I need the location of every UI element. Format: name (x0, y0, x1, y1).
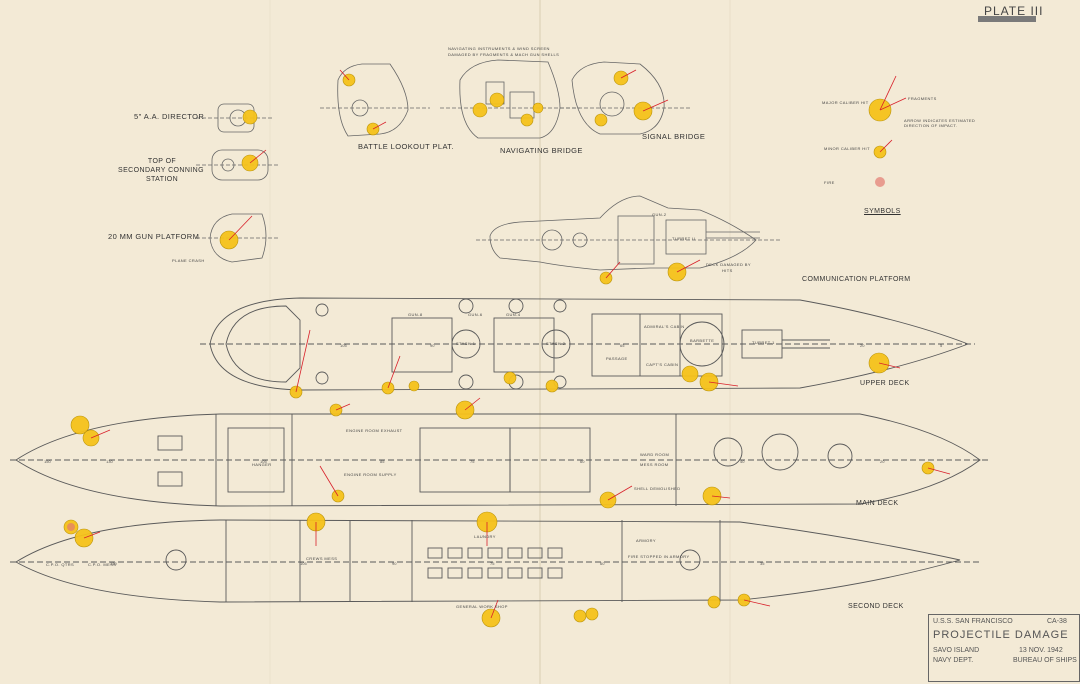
engine-exhaust-label: ENGINE ROOM EXHAUST (346, 428, 403, 433)
svg-text:105: 105 (260, 459, 267, 464)
passage-label: PASSAGE (606, 356, 628, 361)
fire-stopped-note: FIRE STOPPED IN ARMORY (628, 554, 690, 559)
station-label: STATION (145, 176, 179, 183)
plane-crash-note: PLANE CRASH (172, 258, 205, 263)
svg-text:20: 20 (880, 459, 885, 464)
main-deck-label: MAIN DECK (856, 500, 899, 507)
gun-platform-label: 20 MM GUN PLATFORM (108, 232, 200, 241)
plate-bar (978, 16, 1036, 22)
cpo-mess-label: C.P.O. MESS (88, 562, 117, 567)
gun6-label: GUN-6 (468, 312, 483, 317)
captains-cabin-label: CAPT'S CABIN (646, 362, 679, 367)
gun8-label: GUN-8 (408, 312, 423, 317)
tb-hull: CA-38 (1047, 618, 1067, 625)
nav-note-2: DAMAGED BY FRAGMENTS & MACH GUN SHELLS (448, 52, 560, 57)
legend-symbols: SYMBOLS (864, 208, 901, 215)
legend-arrow-note: ARROW INDICATES ESTIMATED DIRECTION OF I… (904, 118, 976, 128)
aa-director-label: 5" A.A. DIRECTOR (134, 112, 205, 121)
svg-text:150: 150 (44, 459, 51, 464)
battle-lookout-label: BATTLE LOOKOUT PLAT. (358, 142, 454, 151)
tb-bureau: BUREAU OF SHIPS (1013, 657, 1077, 664)
plate-number: PLATE III (984, 4, 1044, 18)
tb-date: 13 NOV. 1942 (1019, 647, 1063, 654)
nav-note-1: NAVIGATING INSTRUMENTS & WIND SCREEN (448, 46, 550, 51)
engine-supply-label: ENGINE ROOM SUPPLY (344, 472, 397, 477)
stack2-label: STACK-2 (546, 341, 566, 346)
turret2-label: TURRET II (672, 236, 696, 241)
tb-location: SAVO ISLAND (933, 647, 980, 654)
laundry-label: LAUNDRY (474, 534, 496, 539)
tb-ship: U.S.S. SAN FRANCISCO (933, 618, 1013, 625)
navigating-bridge-label: NAVIGATING BRIDGE (500, 146, 583, 155)
svg-text:60: 60 (580, 459, 585, 464)
hits-note: HITS (722, 268, 733, 273)
stack1-label: STACK-1 (456, 341, 476, 346)
svg-text:90: 90 (430, 343, 435, 348)
barbette-label: BARBETTE (690, 338, 715, 343)
svg-text:60: 60 (600, 561, 605, 566)
gun2-label: GUN-2 (652, 212, 667, 217)
turret1-label: TURRET-1 (752, 340, 775, 345)
svg-text:20: 20 (860, 343, 865, 348)
svg-text:65: 65 (620, 343, 625, 348)
svg-text:130: 130 (106, 459, 113, 464)
svg-text:75: 75 (470, 459, 475, 464)
mess-room-label: MESS ROOM (640, 462, 669, 467)
shell-demolished-note: SHELL DEMOLISHED (634, 486, 681, 491)
svg-text:90: 90 (392, 561, 397, 566)
crews-mess-label: CREWS MESS (306, 556, 338, 561)
svg-text:40: 40 (740, 459, 745, 464)
secondary-conning-label: SECONDARY CONNING (118, 167, 204, 174)
legend-major: MAJOR CALIBER HIT (822, 100, 869, 105)
signal-bridge-label: SIGNAL BRIDGE (642, 132, 706, 141)
title-block: U.S.S. SAN FRANCISCO CA-38 PROJECTILE DA… (928, 614, 1080, 682)
svg-text:105: 105 (340, 343, 347, 348)
legend-minor: MINOR CALIBER HIT (824, 146, 870, 151)
svg-text:5: 5 (940, 343, 943, 348)
deck-damaged-note: DECK DAMAGED BY (706, 262, 751, 267)
gun4-label: GUN-4 (506, 312, 521, 317)
svg-text:75: 75 (490, 561, 495, 566)
admirals-cabin-label: ADMIRAL'S CABIN (644, 324, 685, 329)
svg-text:85: 85 (380, 459, 385, 464)
upper-deck-label: UPPER DECK (860, 380, 910, 387)
svg-text:105: 105 (300, 561, 307, 566)
tb-dept: NAVY DEPT. (933, 657, 974, 664)
cpo-qtrs-label: C.P.O. QTRS (46, 562, 75, 567)
tb-title: PROJECTILE DAMAGE (933, 629, 1069, 641)
top-of-label: TOP OF (147, 158, 177, 165)
second-deck-label: SECOND DECK (848, 603, 904, 610)
communication-platform-label: COMMUNICATION PLATFORM (802, 276, 911, 283)
work-shop-label: GENERAL WORK SHOP (456, 604, 508, 609)
svg-text:35: 35 (760, 561, 765, 566)
armory-label: ARMORY (636, 538, 656, 543)
hanger-label: HANGER (252, 462, 272, 467)
legend-fire: FIRE (824, 180, 835, 185)
legend-fragments: FRAGMENTS (908, 96, 937, 101)
ward-room-label: WARD ROOM (640, 452, 670, 457)
svg-text:130: 130 (110, 561, 117, 566)
